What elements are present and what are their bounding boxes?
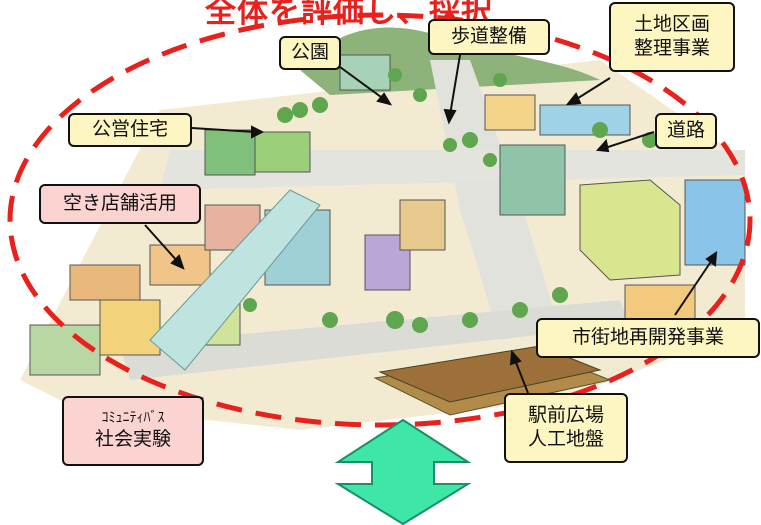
label-sidewalk: 歩道整備	[428, 19, 550, 55]
station-road	[120, 300, 630, 380]
label-station-plaza-line1: 駅前広場	[527, 404, 604, 427]
label-vacant-shops: 空き店舗活用	[39, 184, 201, 224]
pointer-arrows	[144, 54, 718, 394]
building	[579, 179, 681, 281]
building	[399, 199, 446, 251]
building	[254, 131, 311, 173]
label-road: 道路	[655, 113, 717, 149]
building	[69, 264, 141, 301]
station-roof	[378, 345, 602, 403]
label-land-readjustment: 土地区画 整理事業	[609, 2, 735, 72]
building	[539, 104, 631, 136]
label-land-readjustment-line2: 整理事業	[633, 37, 710, 59]
building	[99, 299, 161, 356]
building	[29, 324, 101, 376]
label-station-plaza-line2: 人工地盤	[527, 428, 604, 450]
label-community-bus-line2: 社会実験	[94, 427, 171, 450]
bidirectional-arrow-icon	[334, 418, 472, 525]
building	[204, 129, 256, 176]
label-land-readjustment-line1: 土地区画	[633, 13, 710, 36]
label-community-bus: ｺﾐｭﾆﾃｨﾊﾞｽ 社会実験	[62, 396, 204, 466]
label-community-bus-line1: ｺﾐｭﾆﾃｨﾊﾞｽ	[101, 410, 165, 427]
building	[684, 179, 746, 266]
main-road	[430, 60, 560, 340]
building	[499, 144, 566, 216]
evaluation-circle	[7, 12, 753, 428]
label-public-housing: 公営住宅	[68, 113, 192, 147]
label-redevelopment: 市街地再開発事業	[536, 318, 760, 358]
label-station-plaza: 駅前広場 人工地盤	[504, 393, 628, 463]
building	[484, 94, 536, 131]
arcade-roof	[149, 189, 321, 371]
label-park: 公園	[279, 36, 341, 70]
